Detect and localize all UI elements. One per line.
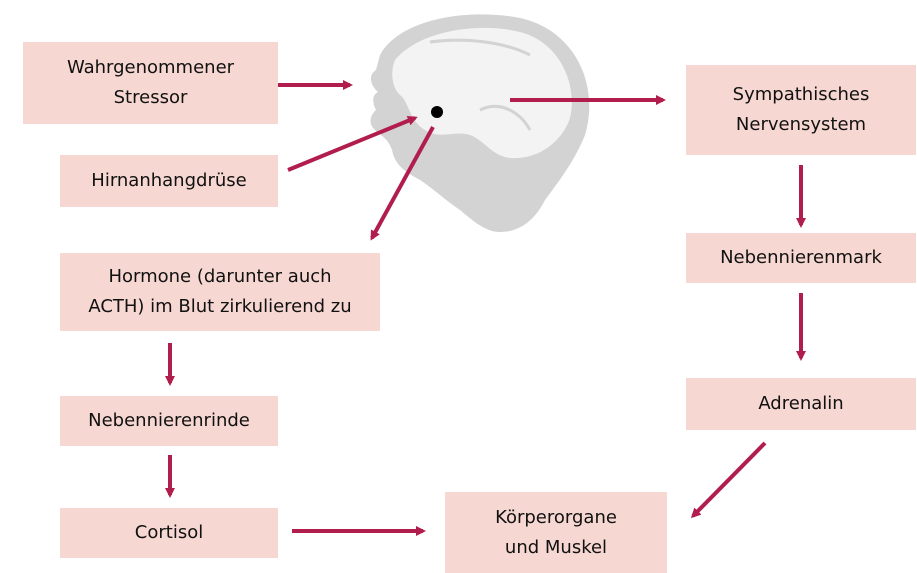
adrenaline-label: Adrenalin: [758, 393, 844, 414]
hormones-box: Hormone (darunter auch ACTH) im Blut zir…: [60, 253, 380, 331]
adrenal-medulla-label: Nebennierenmark: [720, 247, 882, 268]
stressor-label: Wahrgenommener Stressor: [66, 57, 235, 108]
head-silhouette-icon: [370, 14, 590, 232]
arrow-gland-to-hormones: [370, 126, 435, 241]
arrow-adrenaline-to-organs: [690, 441, 767, 519]
stressor-box: Wahrgenommener Stressor: [23, 42, 278, 124]
organs-label: Körperorgane und Muskel: [495, 506, 617, 558]
cortisol-box: Cortisol: [60, 508, 278, 558]
adrenal-medulla-box: Nebennierenmark: [686, 233, 916, 283]
sympathetic-label: Sympathisches Nervensystem: [732, 84, 870, 135]
arrow-pituitary-to-gland: [287, 116, 418, 172]
pituitary-dot-icon: [431, 106, 443, 118]
adrenal-cortex-box: Nebennierenrinde: [60, 396, 278, 446]
cortisol-label: Cortisol: [134, 522, 204, 543]
hormones-label: Hormone (darunter auch ACTH) im Blut zir…: [88, 266, 352, 317]
adrenaline-box: Adrenalin: [686, 378, 916, 430]
sympathetic-box: Sympathisches Nervensystem: [686, 65, 916, 155]
organs-box: Körperorgane und Muskel: [445, 492, 667, 573]
adrenal-cortex-label: Nebennierenrinde: [88, 410, 250, 431]
pituitary-label: Hirnanhangdrüse: [91, 170, 247, 191]
pituitary-box: Hirnanhangdrüse: [60, 155, 278, 207]
